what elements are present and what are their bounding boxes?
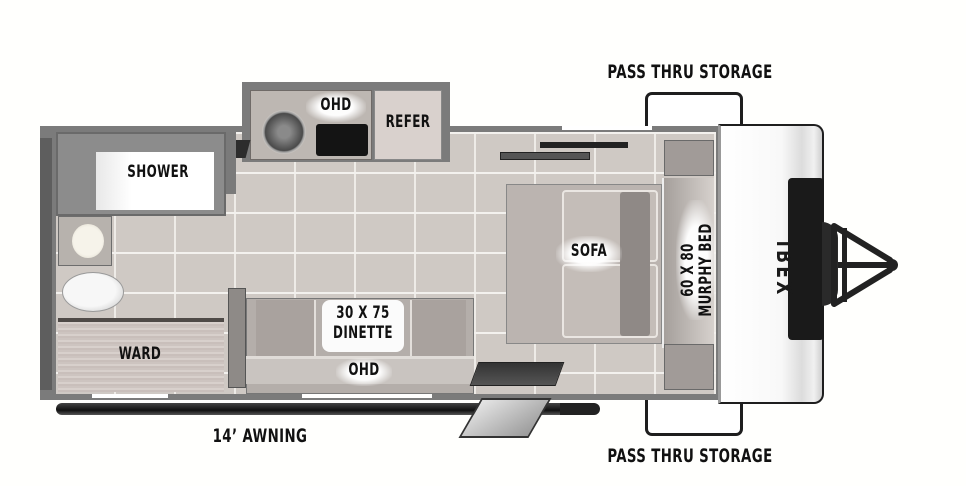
sink-icon (262, 110, 306, 154)
tv-mount (500, 152, 590, 160)
refer-label: REFER (385, 112, 431, 132)
awning-label: 14’ AWNING (212, 425, 308, 447)
shower-label: SHOWER (127, 162, 189, 182)
entry-door[interactable] (469, 362, 565, 386)
window-top (562, 126, 652, 130)
brand-logo-text: IBEX (771, 240, 796, 298)
rear-bumper (40, 138, 52, 390)
dinette-seat-back-right (410, 300, 466, 356)
tv-screen (540, 142, 628, 148)
wardrobe (58, 318, 224, 392)
pass-thru-storage-label-bottom: PASS THRU STORAGE (607, 445, 773, 467)
murphy-cabinet-bottom (664, 344, 714, 390)
window-bottom-left (92, 394, 168, 398)
refrigerator (374, 90, 442, 160)
murphy-cabinet-top (664, 140, 714, 176)
hitch-a-frame-icon (831, 223, 898, 307)
murphy-bed-label: 60 X 80 MURPHY BED (678, 210, 720, 330)
ward-label: WARD (118, 344, 162, 364)
ohd-kitchen-label: OHD (320, 95, 352, 115)
dinette-seat-back-left (256, 300, 316, 356)
dinette-label: DINETTE (333, 323, 393, 343)
sofa-back (620, 192, 650, 336)
front-storage-box (788, 178, 824, 340)
awning-roll (56, 403, 596, 415)
ohd-dinette-label: OHD (348, 360, 380, 380)
bath-partition (226, 132, 236, 194)
pass-thru-storage-door-bottom (645, 398, 743, 436)
awning-arm-right (560, 403, 600, 415)
toilet-icon (62, 272, 124, 312)
sofa-label: SOFA (570, 241, 608, 261)
dinette-partition (228, 288, 246, 388)
brand-logo: IBEX (765, 219, 796, 319)
pass-thru-storage-door-top (645, 92, 743, 128)
stove-icon (316, 124, 368, 156)
window-bottom-mid (302, 394, 432, 398)
pass-thru-storage-label-top: PASS THRU STORAGE (607, 61, 773, 83)
murphy-label: MURPHY BED (696, 223, 716, 317)
lavatory-sink-icon (72, 224, 104, 258)
dinette-size-label: 30 X 75 (336, 303, 390, 323)
